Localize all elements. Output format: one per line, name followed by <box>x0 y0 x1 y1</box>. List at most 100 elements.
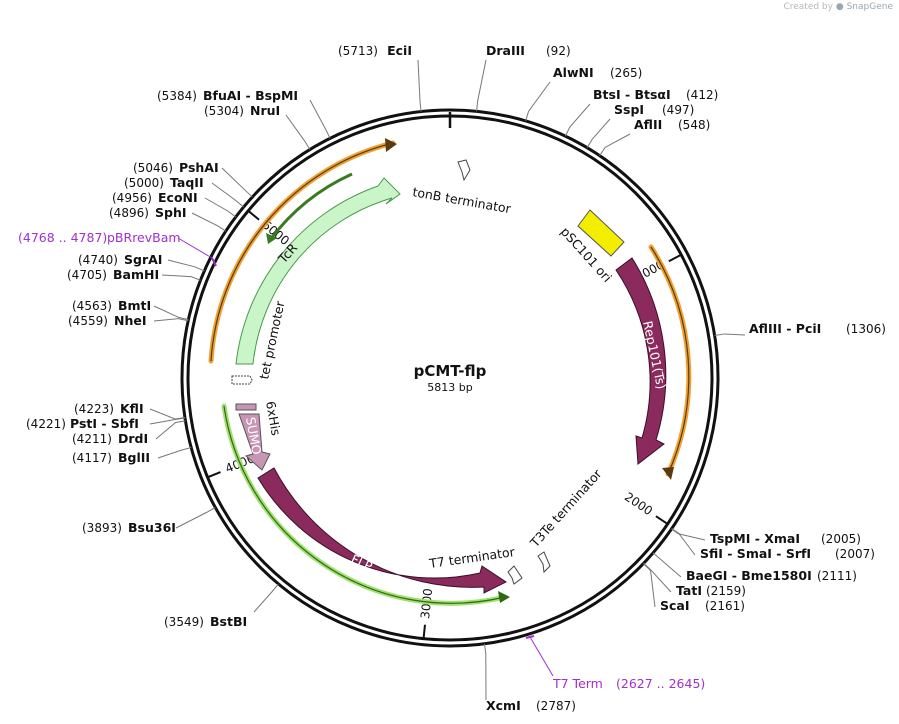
site-leader-line <box>253 583 279 613</box>
site-name-sphi[interactable]: SphI <box>155 205 187 220</box>
site-position: (4740) <box>78 253 118 267</box>
site-position: (2005) <box>821 532 861 546</box>
feature-tcr-line[interactable] <box>268 172 353 241</box>
site-name-baegi-bme1580i[interactable]: BaeGI - Bme1580I <box>686 568 812 583</box>
site-name-tati[interactable]: TatI <box>676 583 702 598</box>
site-name-drdi[interactable]: DrdI <box>118 431 148 446</box>
snapgene-logo-icon: ● <box>835 2 844 12</box>
orange-arrow-right-head <box>662 467 674 480</box>
site-name-scai[interactable]: ScaI <box>660 598 690 613</box>
primer-pbrrevbam-mark[interactable] <box>211 257 217 267</box>
site-leader-line <box>161 274 201 281</box>
site-labels: EciI(5713)DraIII(92)AlwNI(265)BtsI - Bts… <box>26 43 886 713</box>
site-position: (2159) <box>706 584 746 598</box>
tcr-line-head <box>266 233 277 244</box>
site-leader-line <box>642 563 656 608</box>
site-leader-line <box>714 333 746 337</box>
site-name-xcmi[interactable]: XcmI <box>486 698 521 713</box>
site-leader-line <box>643 562 672 593</box>
primer-t7term-range: (2627 .. 2645) <box>616 676 705 691</box>
feature-flp[interactable] <box>257 467 507 594</box>
feature-6xhis[interactable] <box>235 403 257 411</box>
label-t3te-terminator: T3Te terminator <box>526 466 605 551</box>
site-name-btsi-bts-i[interactable]: BtsI - BtsαI <box>593 87 671 102</box>
site-leader-line <box>564 103 591 137</box>
site-leader-line <box>484 643 487 701</box>
feature-sumo[interactable] <box>238 413 271 471</box>
site-leader-line <box>671 528 706 541</box>
tick-mark <box>247 210 260 221</box>
site-name-econi[interactable]: EcoNI <box>158 190 198 205</box>
site-leader-line <box>153 318 189 322</box>
site-position: (4221) <box>26 417 66 431</box>
primer-t7term-name: T7 Term <box>552 676 603 691</box>
site-name-bglii[interactable]: BglII <box>118 450 150 465</box>
site-leader-line <box>191 212 227 232</box>
site-position: (2787) <box>536 699 576 713</box>
site-position: (548) <box>678 118 710 132</box>
credit-brand: SnapGene <box>846 2 893 12</box>
site-name-afliii-pcii[interactable]: AflIII - PciI <box>749 321 821 336</box>
site-position: (2007) <box>835 547 875 561</box>
site-leader-line <box>167 259 205 272</box>
site-position: (2111) <box>817 569 857 583</box>
site-name-bstbi[interactable]: BstBI <box>210 614 247 629</box>
site-leader-line <box>149 417 186 425</box>
site-name-draiii[interactable]: DraIII <box>486 43 525 58</box>
site-position: (5000) <box>124 176 164 190</box>
credit-prefix: Created by <box>783 2 833 12</box>
site-name-psti-sbfi[interactable]: PstI - SbfI <box>70 416 139 431</box>
site-name-aflii[interactable]: AflII <box>634 117 662 132</box>
site-name-alwni[interactable]: AlwNI <box>553 65 594 80</box>
feature-rep101[interactable] <box>615 257 667 465</box>
plasmid-length: 5813 bp <box>427 381 472 394</box>
feature-green-arc-inner <box>223 405 506 604</box>
site-name-ecii[interactable]: EciI <box>387 43 412 58</box>
site-leader-line <box>211 182 244 208</box>
site-name-sspi[interactable]: SspI <box>614 102 644 117</box>
site-leader-line <box>417 59 422 112</box>
site-name-bmti[interactable]: BmtI <box>118 298 151 313</box>
site-leader-line <box>153 305 189 321</box>
site-name-kfli[interactable]: KflI <box>120 401 144 416</box>
feature-tcr[interactable] <box>235 177 401 365</box>
feature-orange-arc-left-inner <box>210 142 394 362</box>
label-flp: FLP <box>349 551 375 574</box>
feature-tonb-terminator[interactable] <box>457 159 471 182</box>
label-tonb-terminator: tonB terminator <box>411 184 512 216</box>
site-name-pshai[interactable]: PshAI <box>179 160 219 175</box>
primer-t7term-leader <box>529 636 554 677</box>
site-name-sgrai[interactable]: SgrAI <box>124 252 162 267</box>
primer-pbrrevbam-range: (4768 .. 4787) <box>18 230 107 245</box>
site-leader-line <box>309 99 331 139</box>
site-leader-line <box>175 507 216 529</box>
site-name-sfii-smai-srfi[interactable]: SfiI - SmaI - SrfI <box>700 546 811 561</box>
plasmid-name: pCMT-flp <box>414 362 487 380</box>
site-name-nhei[interactable]: NheI <box>114 313 147 328</box>
site-name-bamhi[interactable]: BamHI <box>113 267 159 282</box>
site-name-nrui[interactable]: NruI <box>250 103 280 118</box>
site-leader-line <box>204 197 237 218</box>
site-leader-line <box>652 552 682 578</box>
green-arc-head <box>498 591 510 603</box>
site-name-tspmi-xmai[interactable]: TspMI - XmaI <box>710 531 800 546</box>
feature-t3te-terminator[interactable] <box>537 551 551 574</box>
site-position: (92) <box>546 44 571 58</box>
site-position: (4956) <box>112 191 152 205</box>
site-position: (4563) <box>72 299 112 313</box>
feature-psc101-ori[interactable] <box>577 209 625 257</box>
feature-tet-promoter[interactable] <box>231 375 253 385</box>
site-position: (5713) <box>338 44 378 58</box>
site-leader-line <box>476 59 487 112</box>
site-leader-line <box>157 447 192 459</box>
site-name-bsu36i[interactable]: Bsu36I <box>128 520 176 535</box>
primer-pbrrevbam-leader <box>177 237 213 259</box>
snapgene-credit: Created by ● SnapGene <box>783 2 893 12</box>
site-name-bfuai-bspmi[interactable]: BfuAI - BspMI <box>203 88 298 103</box>
feature-t7-terminator[interactable] <box>507 565 523 585</box>
site-name-taqii[interactable]: TaqII <box>170 175 204 190</box>
site-position: (4211) <box>72 432 112 446</box>
site-position: (1306) <box>846 322 886 336</box>
site-position: (5304) <box>204 104 244 118</box>
